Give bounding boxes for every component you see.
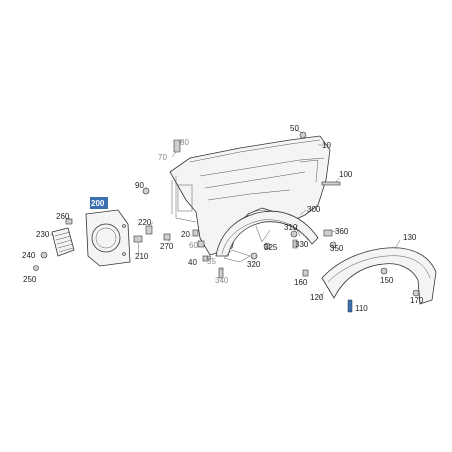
part-label-310[interactable]: 310 bbox=[284, 223, 298, 232]
part-label-270[interactable]: 270 bbox=[160, 242, 174, 251]
clip-part-160[interactable] bbox=[302, 269, 309, 277]
highlighted-part-marker bbox=[90, 197, 108, 209]
part-label-110[interactable]: 110 bbox=[355, 304, 368, 313]
screw-part-110[interactable] bbox=[347, 299, 353, 313]
clip-part-170[interactable] bbox=[412, 289, 420, 297]
part-label-170[interactable]: 170 bbox=[410, 296, 424, 305]
part-number-labels: 50 10 80 70 90 100 200 260 220 230 270 2… bbox=[22, 124, 424, 313]
part-label-230[interactable]: 230 bbox=[36, 230, 50, 239]
part-label-80[interactable]: 80 bbox=[180, 138, 189, 147]
screw-part-40[interactable] bbox=[206, 255, 212, 261]
wheel-liner-part[interactable] bbox=[215, 210, 319, 263]
part-label-20[interactable]: 20 bbox=[181, 230, 190, 239]
clip-part-220[interactable] bbox=[145, 225, 153, 235]
badge-part-100[interactable] bbox=[321, 181, 341, 186]
headlamp-ring-part[interactable] bbox=[85, 209, 131, 267]
bracket-part-360[interactable] bbox=[323, 229, 333, 237]
part-label-340[interactable]: 340 bbox=[215, 276, 229, 285]
screw-part-330[interactable] bbox=[292, 239, 298, 249]
part-label-70[interactable]: 70 bbox=[158, 153, 167, 162]
part-label-260[interactable]: 260 bbox=[56, 212, 70, 221]
part-label-300[interactable]: 300 bbox=[307, 205, 321, 214]
screw-part-340[interactable] bbox=[218, 267, 224, 279]
part-label-240[interactable]: 240 bbox=[22, 251, 36, 260]
part-label-250[interactable]: 250 bbox=[23, 275, 37, 284]
clip-part-325[interactable] bbox=[263, 242, 271, 250]
part-label-350[interactable]: 350 bbox=[330, 244, 344, 253]
part-label-130[interactable]: 130 bbox=[403, 233, 417, 242]
part-label-120[interactable]: 120 bbox=[310, 293, 324, 302]
part-label-55[interactable]: 55 bbox=[207, 257, 216, 266]
clip-part-320[interactable] bbox=[250, 252, 258, 260]
part-label-320[interactable]: 320 bbox=[247, 260, 261, 269]
part-label-330[interactable]: 330 bbox=[295, 240, 309, 249]
part-label-90[interactable]: 90 bbox=[135, 181, 144, 190]
clip-part-210[interactable] bbox=[133, 235, 143, 243]
clip-part-60[interactable] bbox=[197, 240, 205, 248]
part-label-100[interactable]: 100 bbox=[339, 170, 353, 179]
part-label-360[interactable]: 360 bbox=[335, 227, 349, 236]
screw-part-250[interactable] bbox=[33, 265, 39, 271]
part-label-210[interactable]: 210 bbox=[135, 252, 149, 261]
screw-part-80[interactable] bbox=[173, 139, 181, 153]
clip-part-350[interactable] bbox=[329, 241, 337, 249]
fender-flare-part[interactable] bbox=[321, 247, 437, 305]
part-label-10[interactable]: 10 bbox=[322, 141, 331, 150]
part-label-40[interactable]: 40 bbox=[188, 258, 197, 267]
grille-part[interactable] bbox=[51, 227, 75, 257]
part-label-200[interactable]: 200 bbox=[91, 199, 105, 208]
nut-part-50[interactable] bbox=[299, 131, 307, 139]
part-label-60[interactable]: 60 bbox=[189, 241, 198, 250]
part-label-325[interactable]: 325 bbox=[264, 243, 278, 252]
clip-part-150[interactable] bbox=[380, 267, 388, 275]
leader-lines bbox=[49, 129, 401, 299]
part-label-150[interactable]: 150 bbox=[380, 276, 394, 285]
clip-part-20[interactable] bbox=[192, 229, 199, 237]
clip-part-270[interactable] bbox=[163, 233, 171, 241]
part-label-50[interactable]: 50 bbox=[290, 124, 299, 133]
part-label-220[interactable]: 220 bbox=[138, 218, 152, 227]
screw-part-240[interactable] bbox=[40, 251, 48, 259]
part-label-160[interactable]: 160 bbox=[294, 278, 308, 287]
